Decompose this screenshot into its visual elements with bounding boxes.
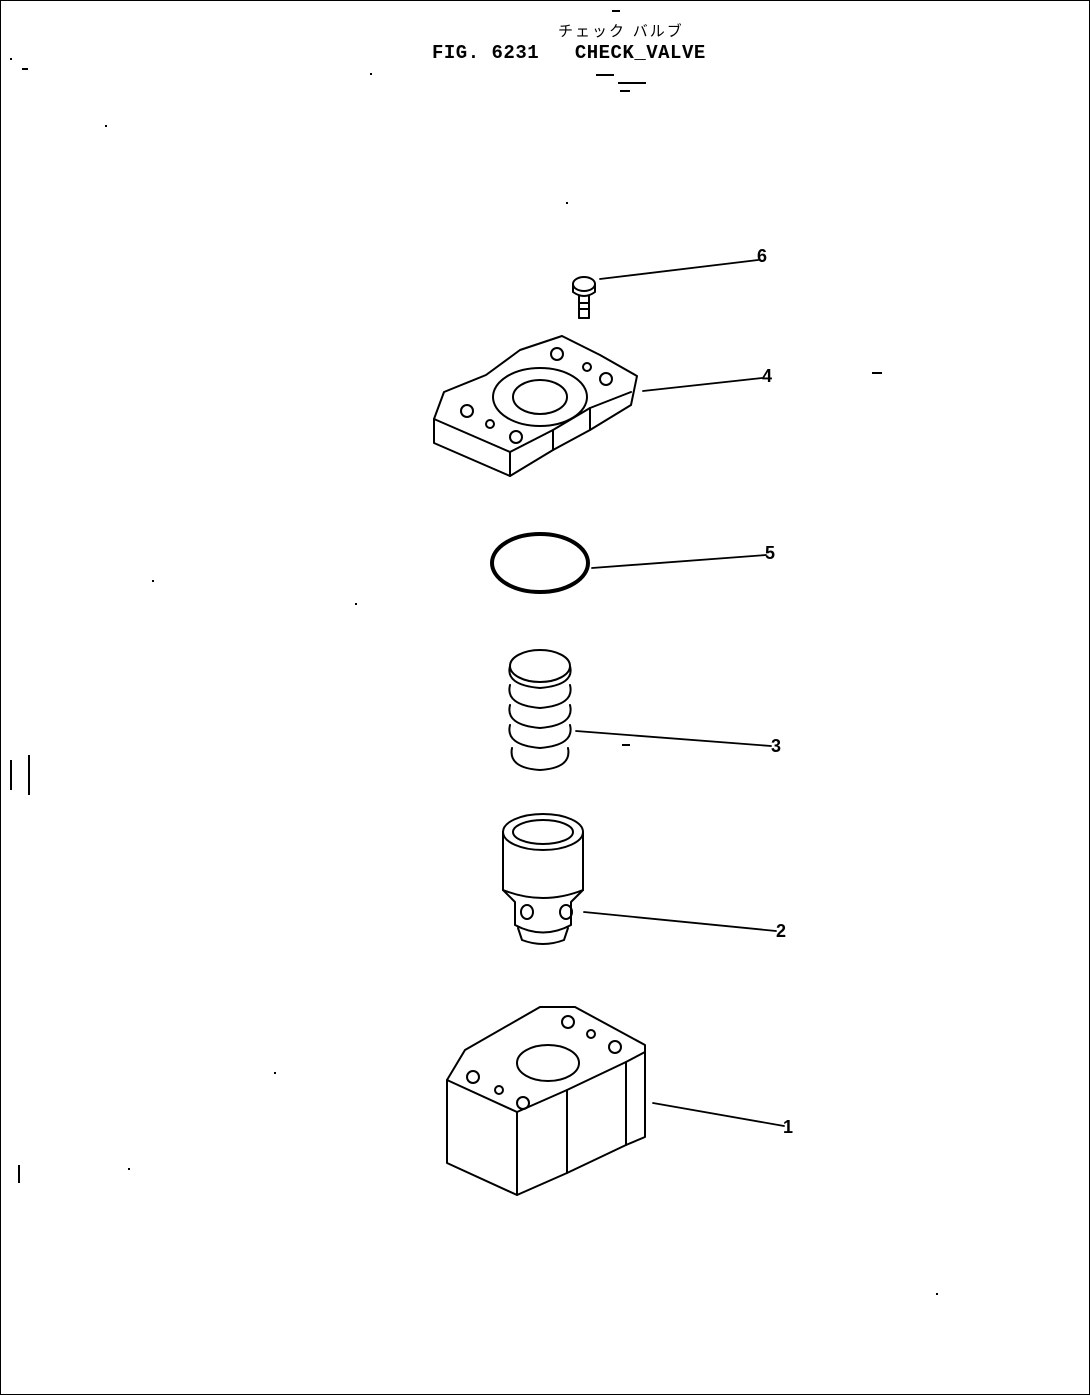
leader-4 <box>642 377 763 392</box>
callout-5: 5 <box>765 543 775 563</box>
leader-2 <box>583 911 777 932</box>
scan-noise <box>10 10 938 1295</box>
leader-1 <box>652 1102 785 1127</box>
figure-name: CHECK_VALVE <box>574 42 706 64</box>
callout-1: 1 <box>783 1117 793 1137</box>
leader-5 <box>591 554 767 569</box>
valve-part <box>502 813 584 945</box>
callout-6: 6 <box>757 246 767 266</box>
spring-part <box>508 649 572 771</box>
title-japanese: チェック バルブ <box>558 22 684 40</box>
figure-title: FIG. 6231 CHECK_VALVE <box>432 42 706 64</box>
callout-2: 2 <box>776 921 786 941</box>
o-ring-part <box>490 532 590 594</box>
callout-4: 4 <box>762 366 772 386</box>
figure-number: FIG. 6231 <box>432 42 540 64</box>
leader-6 <box>599 259 759 280</box>
leader-3 <box>575 730 772 747</box>
cover-part <box>433 335 638 477</box>
bolt-part <box>572 276 596 319</box>
body-part <box>446 1006 646 1196</box>
leader-lines <box>575 259 785 1127</box>
callout-3: 3 <box>771 736 781 756</box>
